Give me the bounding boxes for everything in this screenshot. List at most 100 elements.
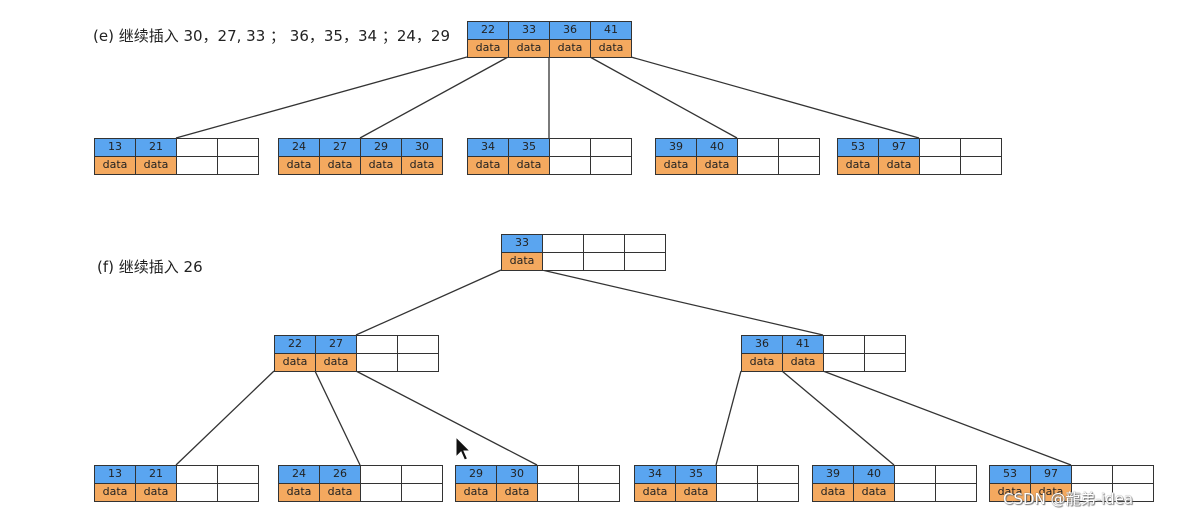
empty-data-cell bbox=[176, 156, 218, 175]
empty-data-cell bbox=[778, 156, 820, 175]
empty-data-cell bbox=[716, 483, 758, 502]
empty-data-cell bbox=[397, 353, 439, 372]
key-cell: 53 bbox=[989, 465, 1031, 484]
data-cell: data bbox=[496, 483, 538, 502]
empty-key-cell bbox=[716, 465, 758, 484]
empty-data-cell bbox=[578, 483, 620, 502]
key-cell: 34 bbox=[467, 138, 509, 157]
edge-f-root-to-f-int-1 bbox=[355, 269, 502, 336]
key-cell: 41 bbox=[782, 335, 824, 354]
data-cell: data bbox=[655, 156, 697, 175]
empty-key-cell bbox=[360, 465, 402, 484]
key-cell: 36 bbox=[549, 21, 591, 40]
key-cell: 97 bbox=[1030, 465, 1072, 484]
edge-f-int-1-to-f-leaf-3 bbox=[355, 370, 538, 466]
data-cell: data bbox=[94, 483, 136, 502]
data-cell: data bbox=[319, 483, 361, 502]
empty-data-cell bbox=[737, 156, 779, 175]
empty-data-cell bbox=[217, 483, 259, 502]
empty-data-cell bbox=[176, 483, 218, 502]
data-cell: data bbox=[274, 353, 316, 372]
key-cell: 39 bbox=[655, 138, 697, 157]
empty-data-cell bbox=[590, 156, 632, 175]
data-cell: data bbox=[508, 156, 550, 175]
empty-data-cell bbox=[960, 156, 1002, 175]
empty-data-cell bbox=[823, 353, 865, 372]
data-cell: data bbox=[1030, 483, 1072, 502]
key-cell: 30 bbox=[401, 138, 443, 157]
key-cell: 24 bbox=[278, 465, 320, 484]
key-cell: 36 bbox=[741, 335, 783, 354]
data-cell: data bbox=[278, 156, 320, 175]
key-cell: 40 bbox=[696, 138, 738, 157]
key-cell: 27 bbox=[315, 335, 357, 354]
data-cell: data bbox=[853, 483, 895, 502]
empty-key-cell bbox=[919, 138, 961, 157]
empty-key-cell bbox=[542, 234, 584, 253]
edge-e-root-to-e-leaf-4 bbox=[589, 56, 738, 139]
key-cell: 53 bbox=[837, 138, 879, 157]
empty-data-cell bbox=[919, 156, 961, 175]
empty-key-cell bbox=[583, 234, 625, 253]
data-cell: data bbox=[989, 483, 1031, 502]
empty-key-cell bbox=[537, 465, 579, 484]
empty-data-cell bbox=[542, 252, 584, 271]
empty-key-cell bbox=[176, 138, 218, 157]
key-cell: 97 bbox=[878, 138, 920, 157]
key-cell: 33 bbox=[501, 234, 543, 253]
edge-f-int-1-to-f-leaf-2 bbox=[314, 370, 361, 466]
data-cell: data bbox=[590, 39, 632, 58]
empty-key-cell bbox=[578, 465, 620, 484]
empty-data-cell bbox=[549, 156, 591, 175]
data-cell: data bbox=[319, 156, 361, 175]
key-cell: 22 bbox=[467, 21, 509, 40]
empty-key-cell bbox=[960, 138, 1002, 157]
key-cell: 30 bbox=[496, 465, 538, 484]
data-cell: data bbox=[467, 156, 509, 175]
mouse-pointer-icon bbox=[455, 436, 471, 461]
edge-f-root-to-f-int-2 bbox=[541, 269, 824, 336]
key-cell: 13 bbox=[94, 138, 136, 157]
key-cell: 21 bbox=[135, 138, 177, 157]
key-cell: 39 bbox=[812, 465, 854, 484]
data-cell: data bbox=[782, 353, 824, 372]
empty-data-cell bbox=[401, 483, 443, 502]
caption-e: (e) 继续插入 30，27, 33 ； 36，35，34 ；24，29 bbox=[93, 27, 451, 45]
data-cell: data bbox=[675, 483, 717, 502]
data-cell: data bbox=[837, 156, 879, 175]
empty-data-cell bbox=[757, 483, 799, 502]
empty-key-cell bbox=[217, 138, 259, 157]
edge-e-root-to-e-leaf-2 bbox=[359, 56, 509, 139]
empty-key-cell bbox=[935, 465, 977, 484]
key-cell: 34 bbox=[634, 465, 676, 484]
data-cell: data bbox=[455, 483, 497, 502]
data-cell: data bbox=[401, 156, 443, 175]
data-cell: data bbox=[549, 39, 591, 58]
empty-key-cell bbox=[176, 465, 218, 484]
key-cell: 41 bbox=[590, 21, 632, 40]
key-cell: 29 bbox=[360, 138, 402, 157]
empty-data-cell bbox=[894, 483, 936, 502]
edge-e-root-to-e-leaf-5 bbox=[630, 56, 920, 139]
data-cell: data bbox=[508, 39, 550, 58]
data-cell: data bbox=[467, 39, 509, 58]
key-cell: 26 bbox=[319, 465, 361, 484]
empty-key-cell bbox=[894, 465, 936, 484]
data-cell: data bbox=[812, 483, 854, 502]
empty-data-cell bbox=[217, 156, 259, 175]
edge-e-root-to-e-leaf-1 bbox=[175, 56, 468, 139]
empty-key-cell bbox=[823, 335, 865, 354]
empty-data-cell bbox=[583, 252, 625, 271]
